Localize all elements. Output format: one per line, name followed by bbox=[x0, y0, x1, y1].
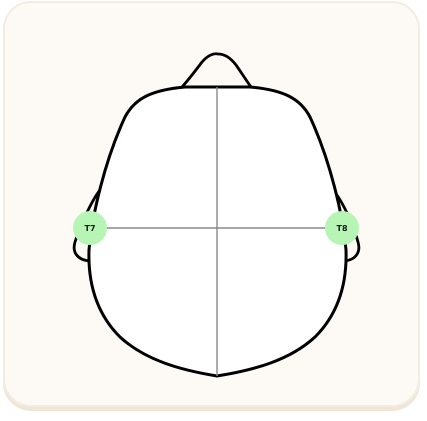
electrode-t7[interactable]: T7 bbox=[73, 211, 107, 245]
nose-outline bbox=[182, 54, 251, 87]
electrode-t8[interactable]: T8 bbox=[325, 211, 359, 245]
electrode-t7-label: T7 bbox=[84, 224, 95, 233]
electrode-t8-label: T8 bbox=[336, 224, 347, 233]
